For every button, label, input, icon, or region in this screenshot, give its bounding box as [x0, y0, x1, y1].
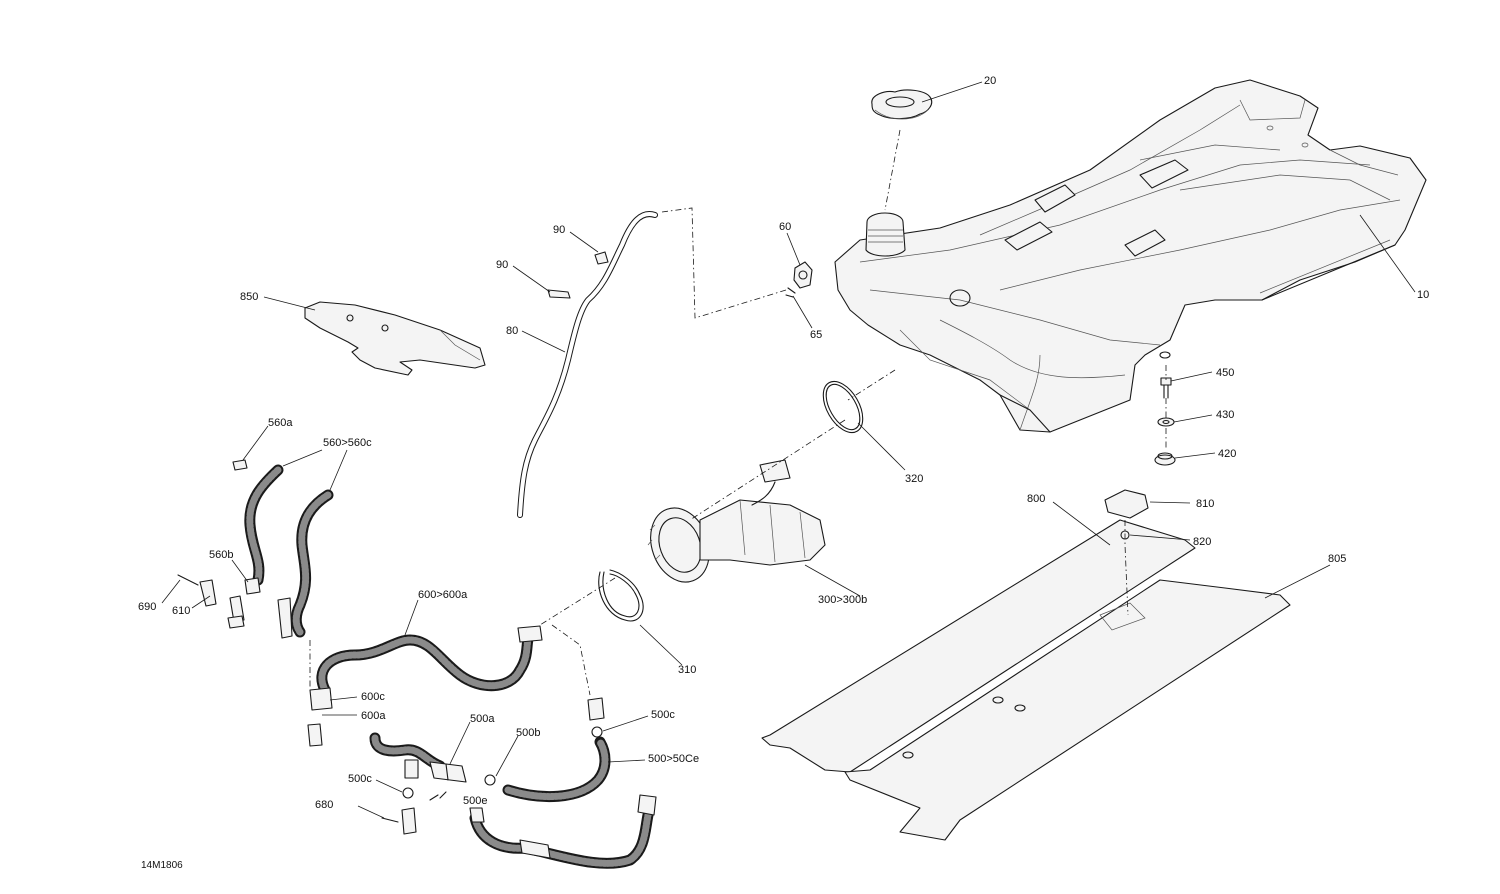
- callout-500c-lower: 500c: [348, 773, 372, 785]
- callout-500a: 500a: [470, 713, 495, 725]
- hose-600: [307, 625, 543, 747]
- callout-690: 690: [138, 601, 156, 613]
- callout-300-300b: 300>300b: [818, 594, 867, 606]
- assembly-lines: [309, 129, 1167, 696]
- heat-shield: [304, 301, 486, 376]
- skid-plates: [761, 489, 1291, 841]
- callout-80: 80: [506, 325, 518, 337]
- mount-hardware: [1154, 377, 1176, 466]
- leader-lines: [161, 81, 1416, 819]
- callout-810: 810: [1196, 498, 1214, 510]
- callout-680: 680: [315, 799, 333, 811]
- callout-320: 320: [905, 473, 923, 485]
- diagram-reference-number: 14M1806: [141, 860, 183, 871]
- fuel-tank: [834, 79, 1427, 433]
- vent-valve: [785, 261, 813, 298]
- callout-430: 430: [1216, 409, 1234, 421]
- callout-500b: 500b: [516, 727, 540, 739]
- callout-90-lower: 90: [496, 259, 508, 271]
- callout-560b: 560b: [209, 549, 233, 561]
- callout-65: 65: [810, 329, 822, 341]
- fuel-pump-module: [647, 459, 826, 583]
- hose-500: [369, 697, 657, 869]
- callout-450: 450: [1216, 367, 1234, 379]
- callout-800: 800: [1027, 493, 1045, 505]
- callout-600-600a: 600>600a: [418, 589, 468, 601]
- callout-600a: 600a: [361, 710, 386, 722]
- callout-610: 610: [172, 605, 190, 617]
- callout-560-560c: 560>560c: [323, 437, 372, 449]
- callout-500e: 500e: [463, 795, 487, 807]
- callout-500c-upper: 500c: [651, 709, 675, 721]
- callout-10: 10: [1417, 289, 1429, 301]
- callout-820: 820: [1193, 536, 1211, 548]
- o-ring-320: [822, 380, 864, 434]
- callout-560a: 560a: [268, 417, 293, 429]
- vent-tube: [517, 211, 658, 518]
- callout-310: 310: [678, 664, 696, 676]
- callout-labels: 20 10 60 65 90 90 80 850 450 430 420 320…: [138, 75, 1429, 811]
- callout-90-upper: 90: [553, 224, 565, 236]
- callout-600c: 600c: [361, 691, 385, 703]
- callout-850: 850: [240, 291, 258, 303]
- hose-560: [177, 459, 334, 639]
- callout-60: 60: [779, 221, 791, 233]
- callout-420: 420: [1218, 448, 1236, 460]
- callout-805: 805: [1328, 553, 1346, 565]
- lock-ring-310: [598, 569, 644, 622]
- callout-500-50ce: 500>50Ce: [648, 753, 699, 765]
- callout-20: 20: [984, 75, 996, 87]
- fuel-cap: [871, 89, 933, 120]
